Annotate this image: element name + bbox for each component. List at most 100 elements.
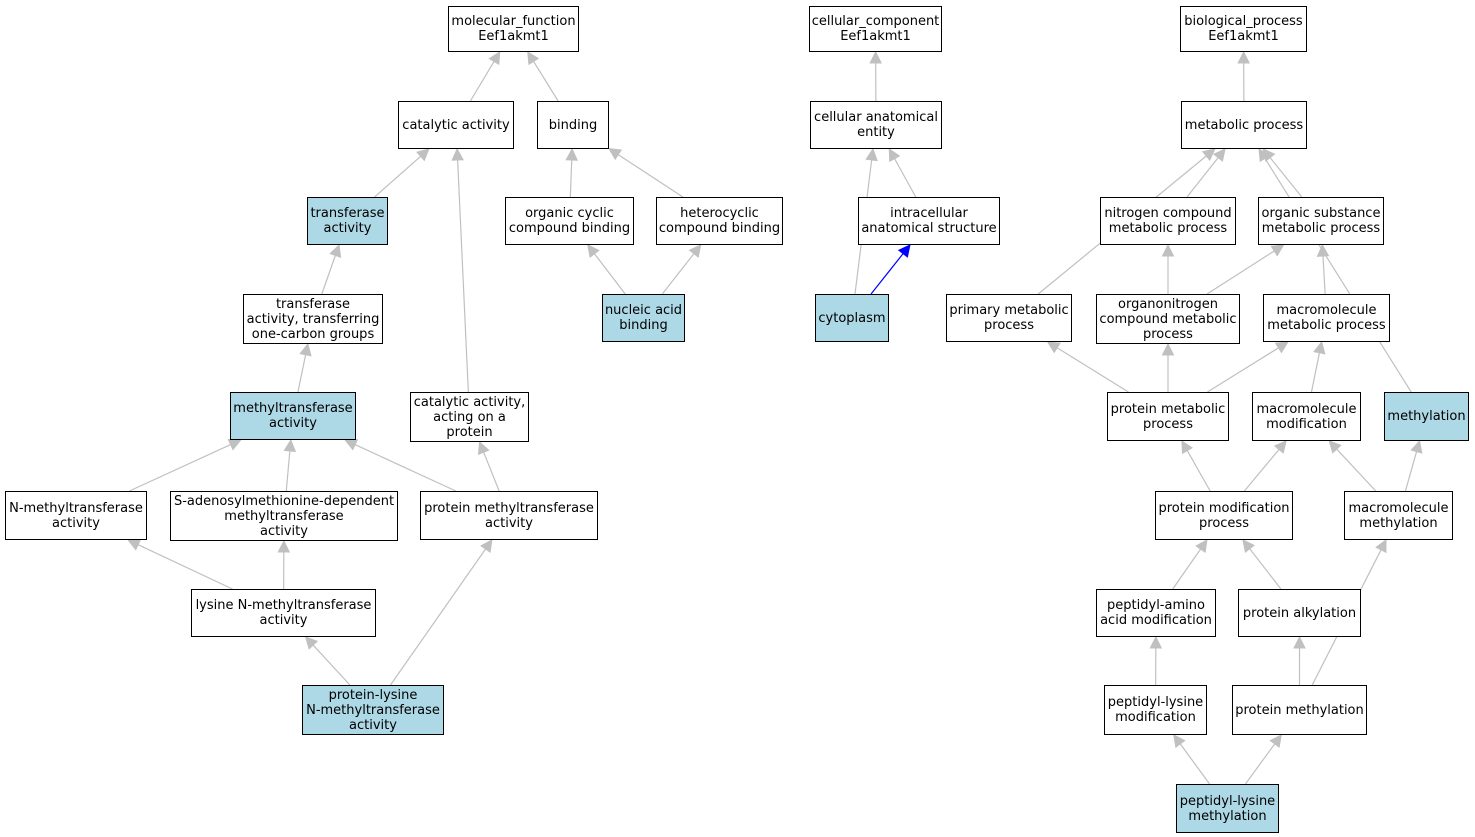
node-cellular-anatomical-entity[interactable]: cellular anatomical entity: [810, 101, 942, 149]
edge-binding-to-mf_root: [533, 61, 559, 102]
node-protein-modification-process[interactable]: protein modification process: [1155, 491, 1293, 540]
edge-macromol_mod-to-macromol_metab: [1310, 352, 1321, 393]
node-nitrogen-compound-metabolic[interactable]: nitrogen compound metabolic process: [1100, 197, 1236, 245]
node-transferase-one-carbon[interactable]: transferase activity, transferring one-c…: [243, 294, 383, 344]
arrowhead-peptidyl_lys_mod-to-peptidyl_amino: [1149, 635, 1163, 649]
edge-org_cyclic-to-binding: [569, 159, 573, 198]
node-peptidyl-lysine-modification[interactable]: peptidyl-lysine modification: [1104, 685, 1207, 735]
arrowhead-prot_metab-to-macromol_metab: [1274, 341, 1289, 354]
edge-prot_metab-to-primary: [1056, 347, 1129, 393]
edge-transf_1c-to-transferase: [321, 255, 336, 295]
arrowhead-cytoplasm-to-intracell: [897, 244, 911, 258]
node-biological-process[interactable]: biological_process Eef1akmt1: [1180, 6, 1307, 52]
arrowhead-cat_protein-to-catalytic: [451, 147, 464, 161]
node-organic-cyclic-compound-binding[interactable]: organic cyclic compound binding: [505, 197, 634, 245]
node-transferase-activity[interactable]: transferase activity: [307, 197, 388, 245]
arrowhead-organonitrogen-to-org_subst: [1270, 244, 1285, 257]
node-methyltransferase-activity[interactable]: methyltransferase activity: [230, 392, 356, 440]
node-cellular-component[interactable]: cellular_component Eef1akmt1: [809, 6, 942, 52]
edge-sam_dep-to-methyltransferase: [285, 450, 291, 492]
arrowhead-lys_n_methyl-to-sam_dep: [277, 539, 291, 553]
arrowhead-catalytic-to-mf_root: [488, 51, 501, 66]
arrowhead-peptidyl_amino-to-prot_mod: [1195, 539, 1208, 554]
node-organonitrogen-compound-metabolic[interactable]: organonitrogen compound metabolic proces…: [1096, 294, 1240, 344]
arrowhead-prot_mod-to-prot_metab: [1181, 440, 1194, 455]
node-nucleic-acid-binding[interactable]: nucleic acid binding: [602, 294, 685, 342]
edge-nucleic-to-org_cyclic: [594, 253, 626, 295]
node-protein-methyltransferase[interactable]: protein methyltransferase activity: [420, 491, 598, 540]
node-peptidyl-lysine-methylation[interactable]: peptidyl-lysine methylation: [1176, 784, 1279, 833]
edge-catalytic-to-mf_root: [469, 61, 495, 102]
arrowhead-prot_alkyl-to-prot_mod: [1242, 539, 1256, 553]
edge-methyltransferase-to-transf_1c: [297, 354, 307, 393]
edge-prot_methyl-to-cat_protein: [483, 451, 500, 492]
node-primary-metabolic-process[interactable]: primary metabolic process: [946, 294, 1072, 342]
arrowhead-n_methyl-to-methyltransferase: [227, 439, 242, 451]
node-catalytic-activity-on-protein[interactable]: catalytic activity, acting on a protein: [410, 392, 529, 442]
arrowhead-metabolic-to-bp_root: [1237, 50, 1250, 64]
arrowhead-org_cyclic-to-binding: [565, 147, 579, 161]
edge-transferase-to-catalytic: [374, 155, 422, 198]
arrowhead-nitrogen-to-metabolic: [1212, 148, 1226, 162]
arrowhead-prot_metab-to-primary: [1046, 341, 1061, 354]
edge-heterocyclic-to-binding: [617, 154, 684, 198]
arrowhead-prot_methyl-to-methyltransferase: [344, 439, 359, 451]
node-macromolecule-modification[interactable]: macromolecule modification: [1252, 392, 1361, 441]
arrowhead-macromol_mod-to-macromol_metab: [1313, 340, 1326, 355]
node-catalytic-activity[interactable]: catalytic activity: [398, 101, 514, 149]
edge-prot_alkyl-to-prot_mod: [1249, 548, 1282, 590]
node-intracellular-anatomical-structure[interactable]: intracellular anatomical structure: [858, 197, 1000, 245]
arrowhead-sam_dep-to-methyltransferase: [283, 438, 297, 453]
arrowhead-prot_methylation-to-macromol_methyl: [1375, 539, 1387, 554]
edge-macromol_metab-to-org_subst: [1322, 255, 1326, 295]
edge-methylation-to-metabolic: [1264, 158, 1412, 393]
arrowhead-intracell-to-cell_anat: [888, 148, 901, 163]
edge-prot_lys_n-to-lys_n_methyl: [312, 644, 351, 686]
arrowhead-prot_lys_n-to-lys_n_methyl: [304, 636, 319, 650]
node-protein-lysine-n-methyltransferase[interactable]: protein-lysine N-methyltransferase activ…: [302, 685, 444, 735]
node-molecular-function[interactable]: molecular_function Eef1akmt1: [448, 6, 579, 52]
edge-prot_mod-to-macromol_mod: [1243, 449, 1280, 492]
arrowhead-transf_1c-to-transferase: [329, 243, 342, 258]
edge-prot_lys_n-to-prot_methyl: [389, 548, 487, 686]
edge-macromol_methyl-to-macromol_mod: [1336, 448, 1377, 492]
arrowhead-prot_methyl-to-cat_protein: [477, 440, 490, 456]
arrowhead-cell_anat-to-cc_root: [869, 50, 882, 64]
node-protein-alkylation[interactable]: protein alkylation: [1238, 589, 1361, 637]
node-n-methyltransferase[interactable]: N-methyltransferase activity: [5, 491, 147, 540]
edge-macromol_methyl-to-methylation: [1404, 451, 1418, 492]
arrowhead-lys_n_methyl-to-n_methyl: [127, 539, 142, 551]
arrowhead-prot_lys_n-to-prot_methyl: [480, 539, 493, 554]
node-sam-dependent-methyltransferase[interactable]: S-adenosylmethionine-dependent methyltra…: [170, 491, 398, 541]
arrowhead-macromol_methyl-to-methylation: [1410, 439, 1423, 454]
node-organic-substance-metabolic[interactable]: organic substance metabolic process: [1258, 197, 1384, 245]
arrowhead-cytoplasm-to-cell_anat: [865, 147, 878, 162]
node-binding[interactable]: binding: [537, 101, 609, 149]
arrowhead-binding-to-mf_root: [527, 51, 540, 66]
edge-peptidyl_lys_methyl-to-prot_methylation: [1244, 743, 1276, 785]
node-lysine-n-methyltransferase[interactable]: lysine N-methyltransferase activity: [191, 589, 376, 637]
node-macromolecule-metabolic-process[interactable]: macromolecule metabolic process: [1263, 294, 1390, 342]
edge-nitrogen-to-metabolic: [1186, 157, 1219, 198]
node-heterocyclic-compound-binding[interactable]: heterocyclic compound binding: [656, 197, 783, 245]
arrowhead-heterocyclic-to-binding: [608, 147, 623, 161]
edge-intracell-to-cell_anat: [894, 158, 917, 198]
edge-lys_n_methyl-to-n_methyl: [137, 544, 233, 590]
node-metabolic-process[interactable]: metabolic process: [1181, 101, 1307, 149]
arrowhead-transferase-to-catalytic: [416, 148, 430, 162]
node-peptidyl-amino-acid-modification[interactable]: peptidyl-amino acid modification: [1096, 589, 1216, 637]
node-macromolecule-methylation[interactable]: macromolecule methylation: [1344, 491, 1453, 540]
node-protein-metabolic-process[interactable]: protein metabolic process: [1107, 392, 1229, 441]
node-cytoplasm[interactable]: cytoplasm: [815, 294, 889, 342]
node-protein-methylation[interactable]: protein methylation: [1232, 685, 1367, 735]
node-methylation[interactable]: methylation: [1384, 392, 1469, 441]
arrowhead-macromol_metab-to-org_subst: [1316, 243, 1330, 257]
arrowhead-prot_mod-to-macromol_mod: [1273, 440, 1287, 454]
edge-peptidyl_lys_methyl-to-peptidyl_lys_mod: [1179, 743, 1211, 785]
arrowhead-nucleic-to-heterocyclic: [688, 244, 702, 258]
edge-prot_metab-to-macromol_metab: [1207, 347, 1279, 393]
arrowhead-macromol_methyl-to-macromol_mod: [1328, 440, 1342, 454]
arrowhead-organonitrogen-to-nitrogen: [1161, 243, 1175, 257]
edge-organonitrogen-to-org_subst: [1206, 250, 1275, 295]
